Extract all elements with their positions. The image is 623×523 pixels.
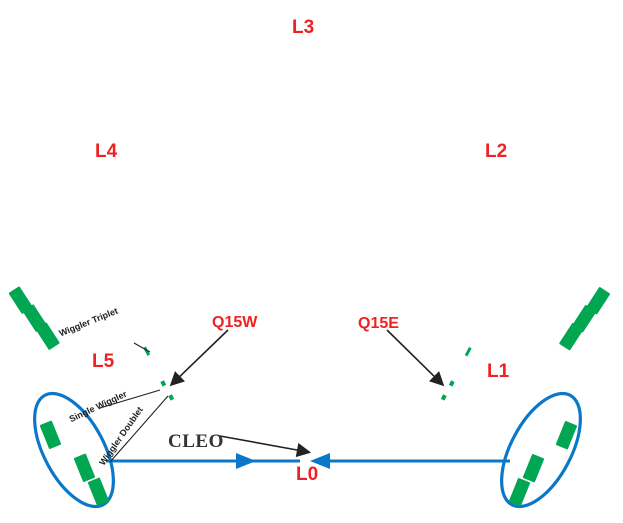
detector-label-cleo: CLEO <box>168 431 224 452</box>
wiggler-magnet-single <box>555 421 578 450</box>
wiggler-magnet-single <box>39 420 62 449</box>
q15e-pointer-arrow <box>386 329 445 387</box>
single-wiggler-leader <box>99 389 161 409</box>
wiggler-magnet <box>572 305 597 333</box>
wiggler-magnet-doublet <box>87 477 110 506</box>
annotation-leader-lines <box>99 342 169 463</box>
annotation-arrows <box>169 329 445 458</box>
q15w-pointer-arrow <box>169 329 229 387</box>
ring-label-l4: L4 <box>95 141 118 162</box>
wiggler-magnet <box>586 287 611 315</box>
quad-marker <box>160 380 167 387</box>
wiggler-magnet-doublet <box>73 453 96 482</box>
ring-label-l2: L2 <box>485 141 508 162</box>
wiggler-east-ellipse-magnets <box>508 421 578 507</box>
cleo-pointer-arrow <box>219 435 312 458</box>
quad-label-q15w: Q15W <box>212 314 258 331</box>
ring-label-l3: L3 <box>292 17 315 38</box>
quadrupole-markers <box>143 346 472 401</box>
beam-lines <box>106 453 510 469</box>
quad-label-q15e: Q15E <box>358 315 399 332</box>
quad-marker <box>168 394 175 401</box>
quad-marker <box>440 394 447 401</box>
beam-arrow-east <box>310 453 330 469</box>
quad-marker <box>464 346 472 357</box>
wiggler-magnet <box>559 323 584 351</box>
wiggler-triplet-leader <box>133 342 151 353</box>
quad-marker <box>448 380 455 387</box>
ring-label-l0: L0 <box>296 464 319 485</box>
ring-label-l1: L1 <box>487 361 510 382</box>
wiggler-magnet-doublet <box>508 478 531 507</box>
wiggler-triplet-west-magnets <box>8 286 60 350</box>
wiggler-doublet-leader <box>109 395 169 463</box>
wiggler-triplet-east-magnets <box>559 287 611 351</box>
wiggler-west-ellipse-magnets <box>39 420 110 506</box>
ring-label-l5: L5 <box>92 351 115 372</box>
beam-arrow-west <box>236 453 256 469</box>
wiggler-region-ellipses <box>33 391 582 509</box>
wiggler-magnet <box>22 304 47 332</box>
wiggler-region-west-ellipse <box>33 391 115 509</box>
wiggler-magnet <box>8 286 33 314</box>
wiggler-region-east-ellipse <box>500 391 582 509</box>
wiggler-magnet-doublet <box>522 454 545 483</box>
wiggler-magnet <box>35 322 60 350</box>
